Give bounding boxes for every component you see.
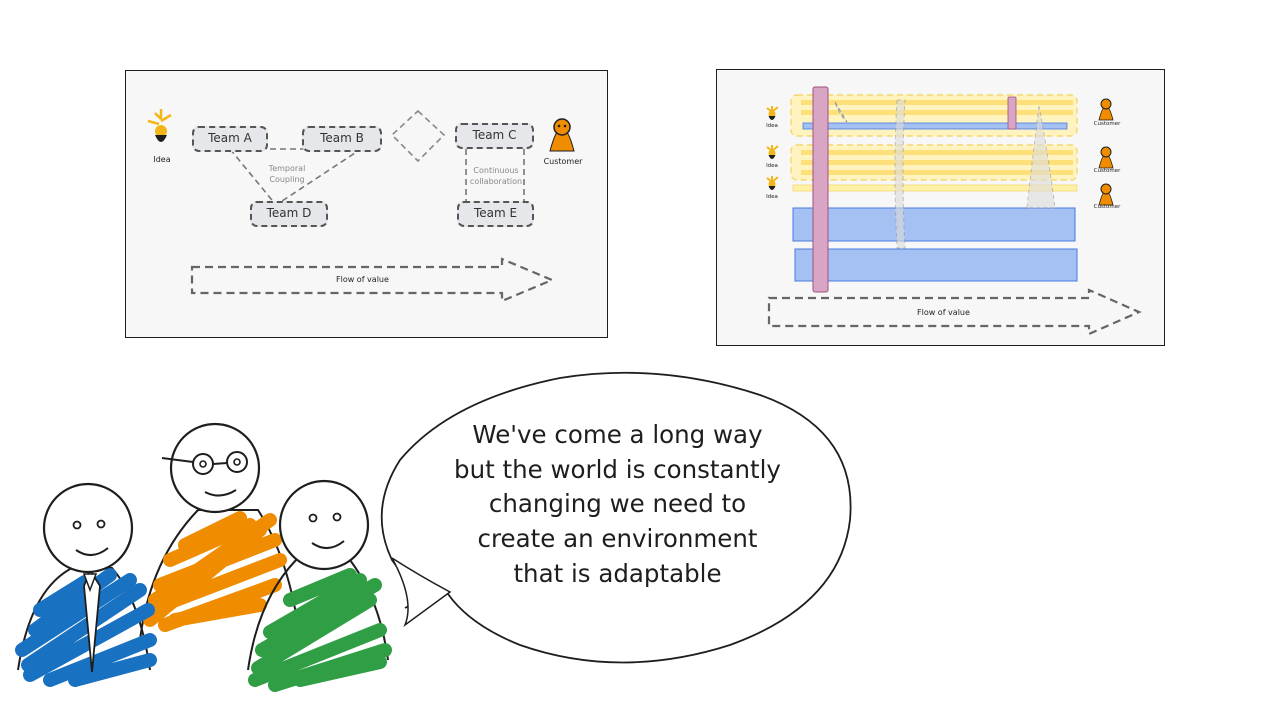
decision-diamond [390, 109, 446, 163]
team-interaction-diagram: Idea Customer Team A Team B Team C Team … [125, 70, 608, 338]
speech-bubble-text: We've come a long way but the world is c… [454, 420, 781, 588]
lightbulb-icon [147, 109, 172, 142]
idea-label: Idea [766, 123, 778, 129]
team-topology-diagram: Idea Idea Idea Customer Customer Custome… [716, 69, 1165, 346]
customer-icon [549, 118, 575, 152]
lightbulb-icon [766, 176, 779, 190]
stream-1-platform-bar [802, 122, 1068, 130]
flow-of-value-label: Flow of value [336, 275, 389, 284]
customer-icon [1098, 146, 1114, 169]
customer-icon [1098, 183, 1114, 206]
right-diagram-shapes [766, 86, 1142, 336]
person-orange [139, 422, 301, 641]
platform-team-2 [794, 248, 1078, 282]
team-c-box: Team C [455, 123, 534, 149]
idea-label: Idea [153, 155, 171, 164]
interaction-ribbon-2 [1026, 105, 1056, 209]
person-blue [15, 482, 157, 687]
lightbulb-icon [766, 106, 779, 120]
enabling-team-bar [812, 86, 829, 293]
team-e-box: Team E [457, 201, 534, 227]
team-d-box: Team D [250, 201, 328, 227]
customer-label: Customer [1093, 168, 1121, 174]
stream-3-bar [792, 184, 1078, 192]
left-diagram-lines [147, 109, 575, 303]
flow-arrow-right [767, 288, 1142, 336]
continuous-collaboration-label: Continuous collaboration [469, 166, 523, 186]
idea-label: Idea [766, 194, 778, 200]
idea-label: Idea [766, 163, 778, 169]
platform-team-1 [792, 207, 1076, 242]
customer-icon [1098, 98, 1114, 121]
customer-label: Customer [1093, 204, 1121, 210]
team-b-box: Team B [302, 126, 382, 152]
flow-of-value-label: Flow of value [917, 308, 970, 317]
temporal-coupling-label: Temporal Coupling [268, 164, 306, 184]
interaction-ribbon-1 [894, 99, 906, 249]
customer-label: Customer [543, 157, 583, 166]
lightbulb-icon [766, 145, 779, 159]
enabling-team-small [1007, 96, 1017, 130]
flow-arrow [190, 257, 555, 303]
person-green [247, 479, 392, 692]
team-a-box: Team A [192, 126, 268, 152]
customer-label: Customer [1093, 121, 1121, 127]
